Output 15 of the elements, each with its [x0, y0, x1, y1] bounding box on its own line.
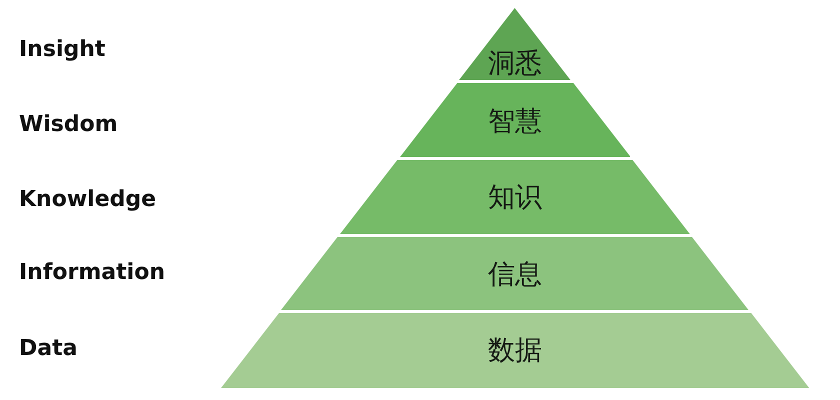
- level-name: Wisdom: [19, 111, 118, 139]
- level-label: 数据: [488, 334, 542, 366]
- level-label: 洞悉: [488, 47, 542, 79]
- level-label: 信息: [488, 258, 542, 290]
- level-name: Data: [19, 335, 78, 363]
- pyramid-level: [340, 160, 690, 234]
- pyramid-level: [459, 8, 571, 80]
- pyramid-level: [281, 237, 749, 310]
- level-label: 智慧: [488, 105, 542, 137]
- pyramid-level: [220, 313, 810, 388]
- level-label: 知识: [488, 181, 542, 213]
- level-name: Information: [19, 259, 165, 287]
- level-name: Knowledge: [19, 186, 156, 214]
- pyramid-level: [400, 83, 630, 157]
- level-name: Insight: [19, 36, 106, 64]
